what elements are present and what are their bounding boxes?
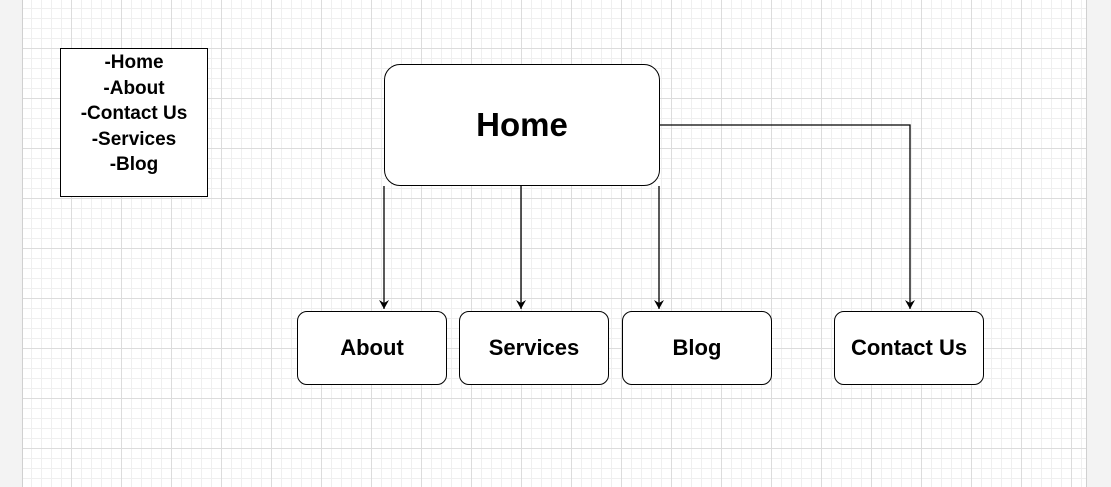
- note-line-about: -About: [103, 77, 165, 99]
- note-line-services: -Services: [91, 128, 177, 150]
- node-blog[interactable]: Blog: [622, 311, 772, 385]
- note-line-blog: -Blog: [109, 154, 159, 175]
- node-about[interactable]: About: [297, 311, 447, 385]
- note-line-home: -Home: [104, 52, 164, 73]
- node-services[interactable]: Services: [459, 311, 609, 385]
- node-home[interactable]: Home: [384, 64, 660, 186]
- sitemap-note[interactable]: -Home -About -Contact Us -Services -Blog: [60, 48, 208, 197]
- note-line-contact: -Contact Us: [80, 103, 188, 124]
- node-contact-us[interactable]: Contact Us: [834, 311, 984, 385]
